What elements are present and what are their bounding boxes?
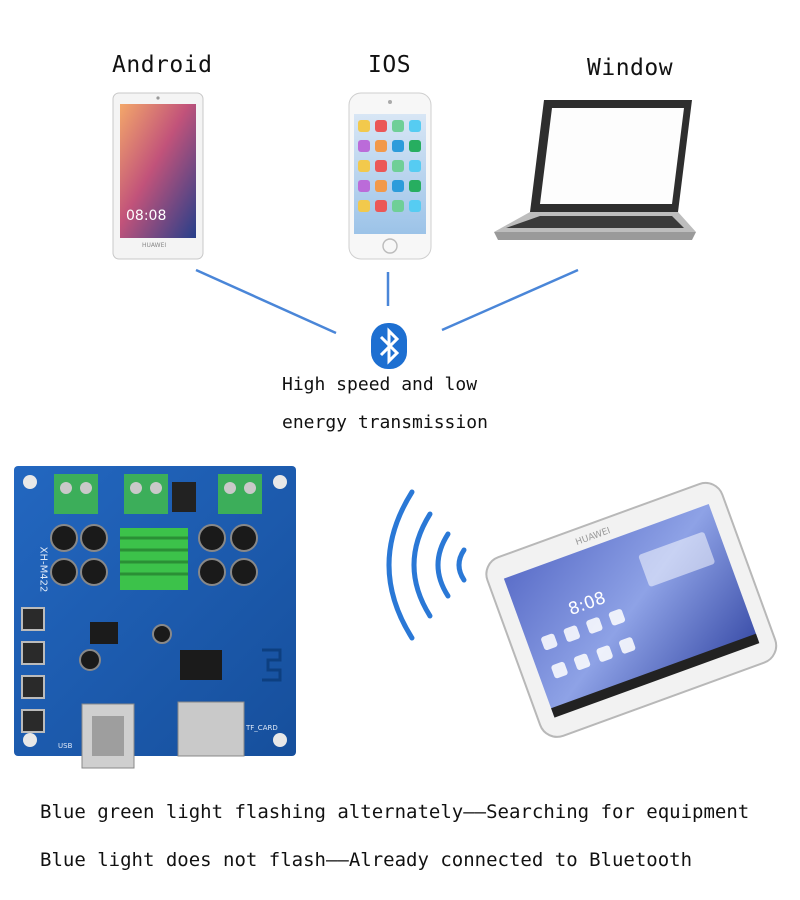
app-icon <box>409 200 421 212</box>
laptop <box>492 98 698 244</box>
android-label: Android <box>112 52 213 78</box>
android-brand: HUAWEI <box>142 242 167 249</box>
app-icon <box>375 160 387 172</box>
app-icon <box>358 140 370 152</box>
amplifier-board: XH-M422 USB TF_CARD <box>12 464 298 772</box>
app-icon <box>392 200 404 212</box>
app-icon <box>409 120 421 132</box>
link-line-android <box>195 268 337 335</box>
app-icon <box>392 120 404 132</box>
app-icon <box>392 160 404 172</box>
connection-lines <box>195 268 579 335</box>
app-icon <box>358 160 370 172</box>
ios-label: IOS <box>368 52 412 78</box>
bluetooth-icon <box>370 322 408 370</box>
app-icon <box>375 120 387 132</box>
status-searching: Blue green light flashing alternately——S… <box>40 801 750 823</box>
app-icon <box>409 140 421 152</box>
board-tf-label: TF_CARD <box>246 724 278 732</box>
board-usb-label: USB <box>58 742 73 750</box>
app-icon <box>375 180 387 192</box>
huawei-phone: HUAWEI 8:08 <box>470 476 790 766</box>
app-icon <box>358 200 370 212</box>
app-icon <box>358 180 370 192</box>
board-model-label: XH-M422 <box>37 546 49 593</box>
wireless-waves <box>386 489 467 641</box>
android-phone: 08:08 HUAWEI <box>112 92 204 260</box>
bluetooth-desc-line2: energy transmission <box>282 412 488 433</box>
status-connected: Blue light does not flash——Already conne… <box>40 849 693 871</box>
app-icon <box>358 120 370 132</box>
app-icon <box>409 160 421 172</box>
app-icon <box>392 140 404 152</box>
link-line-window <box>441 268 579 332</box>
app-icon <box>375 200 387 212</box>
android-clock: 08:08 <box>126 208 167 224</box>
app-icon <box>375 140 387 152</box>
app-icon <box>392 180 404 192</box>
app-icon <box>409 180 421 192</box>
window-label: Window <box>587 55 674 81</box>
iphone <box>348 92 432 260</box>
bluetooth-desc-line1: High speed and low <box>282 374 478 395</box>
